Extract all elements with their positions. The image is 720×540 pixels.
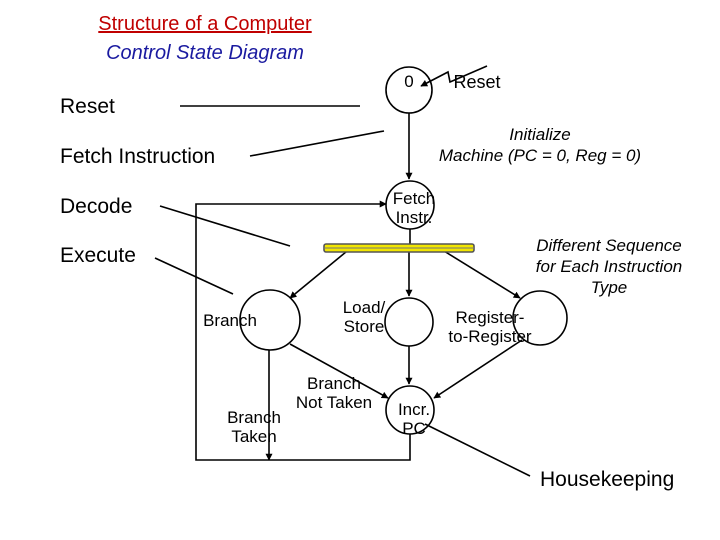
load-store-state-circle <box>384 297 434 347</box>
decode-to-branch-arrow <box>289 246 353 299</box>
page-title: Structure of a Computer <box>98 13 312 35</box>
reset-lightning-icon <box>420 65 488 87</box>
page-subtitle: Control State Diagram <box>106 42 304 64</box>
branch-not-taken-arrow <box>289 343 389 399</box>
reset-transition-label: Reset <box>453 72 501 92</box>
loop-back-line <box>195 200 411 461</box>
branch-taken-label: Branch Taken <box>227 408 281 446</box>
register-state-label: Register- to-Register <box>448 308 532 346</box>
label-decode: Decode <box>60 195 133 218</box>
different-sequence-label: Different Sequence for Each Instruction … <box>535 236 683 297</box>
fetch-state-label: Fetch Instr. <box>392 189 436 227</box>
initialize-label: Initialize Machine (PC = 0, Reg = 0) <box>438 125 642 165</box>
branch-state-label: Branch <box>203 311 257 330</box>
execute-pointer-line <box>154 257 234 295</box>
branch-not-taken-label: Branch Not Taken <box>295 374 373 412</box>
housekeeping-pointer-line <box>424 423 531 477</box>
label-reset: Reset <box>60 95 115 118</box>
register-state-circle <box>512 290 568 346</box>
decode-bar <box>323 243 475 253</box>
fetch-pointer-line <box>249 130 385 157</box>
decode-pointer-line <box>159 205 291 247</box>
branch-state-circle <box>239 289 301 351</box>
decode-to-register-arrow <box>443 250 521 299</box>
register-to-incr-arrow <box>433 339 523 399</box>
incr-pc-state-label: Incr. PC <box>397 400 431 438</box>
label-housekeeping: Housekeeping <box>540 468 675 491</box>
label-execute: Execute <box>60 244 136 267</box>
state-0-label: 0 <box>404 72 414 91</box>
load-store-state-label: Load/ Store <box>342 298 386 336</box>
label-fetch-instruction: Fetch Instruction <box>60 145 216 168</box>
